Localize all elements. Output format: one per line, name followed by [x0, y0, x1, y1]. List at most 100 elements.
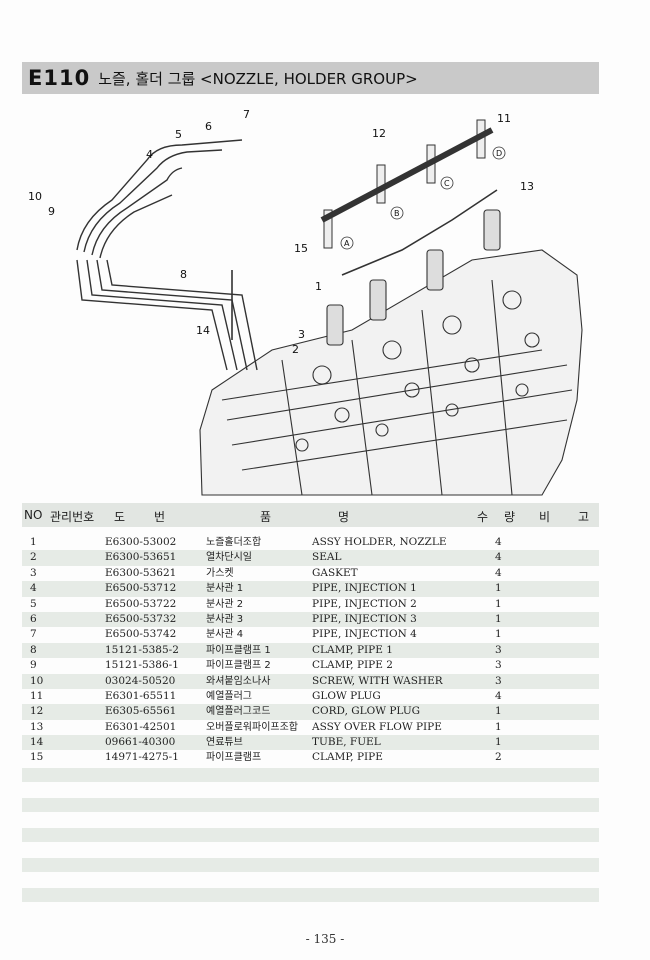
- part-name-korean: 분사관 4: [206, 629, 244, 641]
- part-quantity: 3: [495, 674, 502, 687]
- part-name-korean: 오버플로워파이프조합: [206, 721, 298, 733]
- part-code: E6300-53651: [105, 551, 177, 564]
- part-name-korean: 분사관 3: [206, 613, 244, 625]
- part-name-english: PIPE, INJECTION 3: [312, 612, 417, 625]
- part-code: E6500-53732: [105, 612, 177, 625]
- header-remark-1: 비: [539, 510, 551, 524]
- part-quantity: 2: [495, 751, 502, 764]
- callout-14: 14: [196, 324, 210, 337]
- row-number: 3: [30, 566, 37, 579]
- part-name-korean: 예열플러그: [206, 690, 252, 702]
- callout-15: 15: [294, 242, 308, 255]
- mark-a: A: [344, 239, 350, 248]
- row-number: 14: [30, 736, 44, 749]
- header-remark-2: 고: [578, 510, 590, 524]
- overflow-pipe: [341, 189, 498, 276]
- part-name-english: SCREW, WITH WASHER: [312, 674, 443, 687]
- part-name-korean: 열차단시일: [206, 552, 252, 564]
- mark-b: B: [394, 209, 400, 218]
- part-code: E6300-53002: [105, 536, 177, 548]
- row-number: 11: [30, 689, 44, 702]
- part-name-english: ASSY HOLDER, NOZZLE: [312, 536, 447, 548]
- row-number: 12: [30, 705, 44, 718]
- mark-c: C: [444, 179, 450, 188]
- part-code: 09661-40300: [105, 736, 176, 749]
- page-number: - 135 -: [305, 932, 345, 946]
- part-quantity: 4: [495, 566, 502, 579]
- injection-pipes: [76, 139, 258, 371]
- part-name-korean: 와셔붙임소나사: [206, 675, 271, 687]
- part-quantity: 1: [495, 612, 502, 625]
- row-number: 6: [30, 612, 37, 625]
- callout-6: 6: [205, 120, 212, 133]
- part-name-korean: 파이프클램프 1: [206, 644, 271, 656]
- part-code: E6300-53621: [105, 566, 177, 579]
- callout-4: 4: [146, 148, 153, 161]
- part-quantity: 4: [495, 536, 502, 548]
- part-name-korean: 노즐홀더조합: [206, 537, 262, 548]
- row-number: 8: [30, 643, 37, 656]
- row-number: 2: [30, 551, 37, 564]
- glow-plugs: [323, 119, 486, 249]
- part-name-english: ASSY OVER FLOW PIPE: [312, 720, 442, 733]
- part-name-english: CLAMP, PIPE 1: [312, 643, 393, 656]
- header-part: 품: [260, 510, 272, 524]
- part-code: E6305-65561: [105, 705, 177, 718]
- header-name: 명: [338, 510, 350, 524]
- mark-d: D: [496, 149, 502, 158]
- parts-table-header: NO 관리번호 도 번 품 명 수 량 비 고: [22, 503, 599, 527]
- row-number: 13: [30, 720, 44, 733]
- header-drawing: 도: [114, 510, 126, 524]
- engine-block: [199, 249, 583, 496]
- empty-row: [22, 768, 599, 782]
- callout-11: 11: [497, 112, 511, 125]
- part-quantity: 1: [495, 705, 502, 718]
- callout-13: 13: [520, 180, 534, 193]
- part-quantity: 1: [495, 736, 502, 749]
- row-number: 10: [30, 674, 44, 687]
- part-quantity: 1: [495, 582, 502, 595]
- part-code: E6301-65511: [105, 689, 177, 702]
- header-qty-1: 수: [477, 510, 489, 524]
- part-code: E6500-53712: [105, 582, 177, 595]
- part-quantity: 1: [495, 720, 502, 733]
- part-name-english: GLOW PLUG: [312, 689, 381, 702]
- part-name-korean: 연료튜브: [206, 737, 243, 749]
- header-mgmt-no: 관리번호: [50, 510, 95, 524]
- header-qty-2: 량: [504, 510, 516, 524]
- part-name-english: CLAMP, PIPE: [312, 751, 383, 764]
- row-number: 4: [30, 582, 37, 595]
- part-name-korean: 파이프클램프 2: [206, 660, 271, 672]
- callout-1: 1: [315, 280, 322, 293]
- callout-12: 12: [372, 127, 386, 140]
- header-no: NO: [24, 508, 43, 522]
- row-number: 15: [30, 751, 44, 764]
- exploded-parts-diagram: 4 5 6 7 10 9 8 12 11 13 15 14 3 2 1 A B …: [28, 108, 583, 496]
- empty-row: [22, 888, 599, 902]
- row-number: 9: [30, 659, 37, 672]
- part-code: 15121-5385-2: [105, 643, 179, 656]
- part-quantity: 1: [495, 597, 502, 610]
- part-name-korean: 파이프클램프: [206, 752, 262, 764]
- callout-5: 5: [175, 128, 182, 141]
- part-code: E6500-53742: [105, 628, 177, 641]
- part-name-korean: 가스켓: [206, 567, 234, 579]
- part-name-english: SEAL: [312, 551, 342, 564]
- part-name-korean: 분사관 1: [206, 583, 244, 595]
- part-quantity: 1: [495, 628, 502, 641]
- callout-3: 3: [298, 328, 305, 341]
- callout-8: 8: [180, 268, 187, 281]
- table-row: 6 E6500-53732 분사관 3 PIPE, INJECTION 3 1: [22, 611, 599, 628]
